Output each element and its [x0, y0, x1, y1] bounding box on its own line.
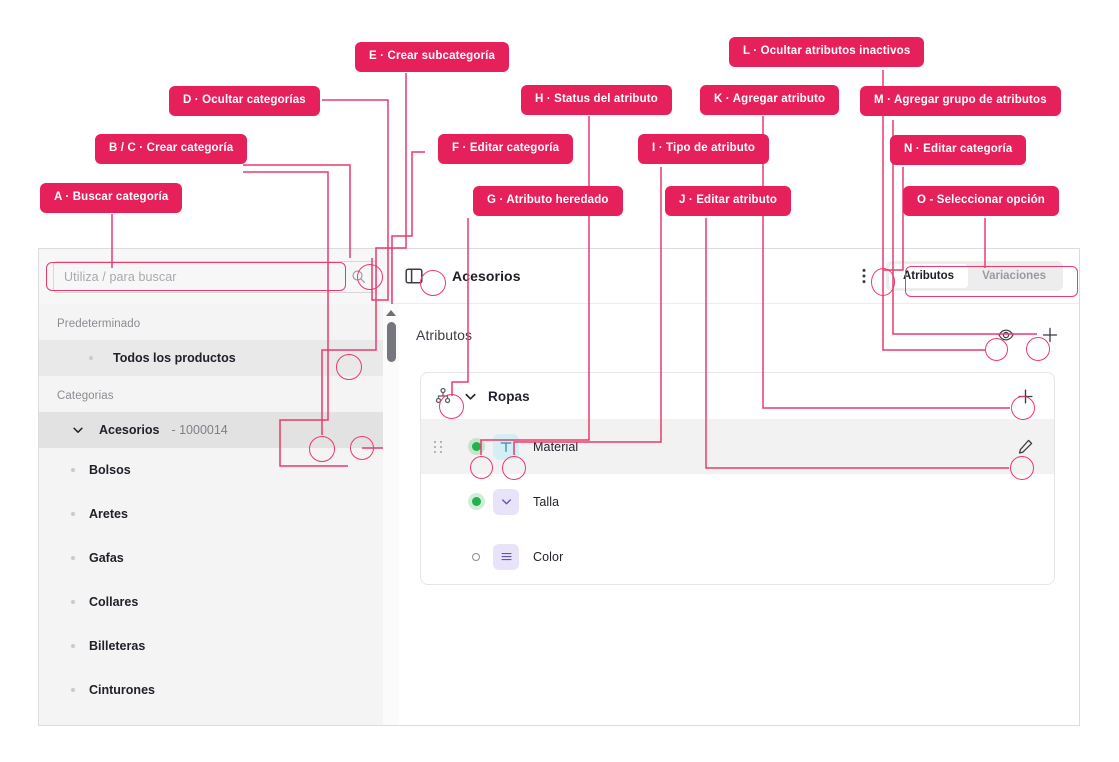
annotation-label-j: J · Editar atributo [665, 186, 792, 216]
annotation-label-k: K · Agregar atributo [700, 85, 840, 115]
attribute-group-name: Ropas [488, 388, 530, 404]
attribute-name: Talla [533, 494, 560, 509]
sidebar-subitem[interactable]: Gafas [39, 536, 391, 580]
annotation-label-m: M · Agregar grupo de atributos [860, 86, 1061, 116]
highlight-attribute-type [502, 456, 526, 480]
status-indicator-active[interactable] [471, 497, 481, 506]
scroll-up-arrow-icon[interactable] [386, 310, 396, 316]
status-indicator-inactive[interactable] [472, 552, 480, 561]
bullet-icon [71, 556, 75, 560]
attribute-group-header[interactable]: Ropas [421, 373, 1054, 419]
annotation-label-h: H · Status del atributo [521, 85, 672, 115]
drag-handle-icon[interactable] [433, 440, 443, 454]
annotation-label-i: I · Tipo de atributo [638, 134, 770, 164]
annotation-label-e: E · Crear subcategoría [355, 42, 510, 72]
highlight-edit-category-menu [871, 268, 895, 296]
highlight-create-subcategory [309, 436, 335, 462]
bullet-icon [71, 688, 75, 692]
bullet-icon [89, 356, 93, 360]
section-title: Atributos [416, 327, 473, 343]
bullet-icon [71, 644, 75, 648]
highlight-attribute-status [470, 456, 493, 479]
sidebar-subitem-label: Gafas [89, 551, 124, 565]
drag-handle-placeholder [433, 550, 443, 564]
sidebar-item-label: Acesorios [99, 423, 160, 437]
add-attribute-group-icon[interactable] [1041, 326, 1059, 344]
highlight-edit-category-kebab [350, 436, 374, 460]
sidebar-subitem[interactable]: Billeteras [39, 624, 391, 668]
annotation-label-a: A · Buscar categoría [40, 183, 183, 213]
category-id: - 1000014 [171, 423, 228, 437]
attribute-row-talla[interactable]: Talla [421, 474, 1054, 529]
annotation-label-bc: B / C · Crear categoría [95, 134, 248, 164]
kebab-menu-icon[interactable] [856, 267, 872, 285]
annotation-label-f: F · Editar categoría [438, 134, 574, 164]
annotation-label-d: D · Ocultar categorías [169, 86, 320, 116]
attribute-name: Color [533, 549, 564, 564]
highlight-inherited-attribute [439, 394, 464, 419]
bullet-icon [71, 468, 75, 472]
status-indicator-active[interactable] [471, 442, 481, 451]
annotation-label-o: O - Seleccionar opción [903, 186, 1059, 216]
sidebar-subitem[interactable]: Bolsos [39, 448, 391, 492]
highlight-add-attribute [1011, 396, 1035, 420]
attribute-name: Material [533, 439, 579, 454]
sidebar-subitem[interactable]: Aretes [39, 492, 391, 536]
chevron-down-icon[interactable] [463, 389, 478, 404]
content-pane: Acesorios Atributos Variaciones Atributo… [392, 249, 1079, 725]
highlight-create-category-top [357, 264, 383, 290]
bullet-icon [71, 512, 75, 516]
highlight-add-attribute-group [1026, 337, 1050, 361]
search-placeholder: Utiliza / para buscar [64, 269, 177, 284]
highlight-create-category-all [336, 354, 362, 380]
chevron-down-icon[interactable] [71, 423, 85, 437]
highlight-panel-toggle [420, 270, 446, 296]
highlight-edit-attribute [1010, 456, 1034, 480]
highlight-search-input [46, 262, 346, 291]
sidebar-subitem-label: Collares [89, 595, 139, 609]
drag-handle-placeholder [433, 495, 443, 509]
section-label-categories: Categorias [57, 390, 114, 402]
category-sidebar: Utiliza / para buscar Predeterminado Tod… [39, 249, 399, 725]
dropdown-type-icon[interactable] [493, 488, 519, 515]
scrollbar-thumb[interactable] [386, 322, 396, 362]
sidebar-subitem-label: Cinturones [89, 683, 155, 697]
sidebar-subitem-label: Aretes [89, 507, 128, 521]
bullet-icon [71, 600, 75, 604]
app-window: Utiliza / para buscar Predeterminado Tod… [38, 248, 1080, 726]
sidebar-scrollbar[interactable] [383, 304, 399, 725]
sidebar-item-acesorios[interactable]: Acesorios - 1000014 [39, 412, 391, 448]
breadcrumb: Acesorios [452, 268, 521, 284]
section-label-default: Predeterminado [57, 318, 141, 330]
list-type-icon[interactable] [493, 543, 519, 570]
attribute-row-color[interactable]: Color [421, 529, 1054, 584]
sidebar-subitem-label: Billeteras [89, 639, 146, 653]
highlight-tabs [905, 266, 1078, 297]
sidebar-subitem[interactable]: Cinturones [39, 668, 391, 712]
sidebar-subitem-label: Bolsos [89, 463, 131, 477]
sidebar-item-label: Todos los productos [113, 351, 236, 365]
attributes-section-header: Atributos [392, 304, 1079, 366]
sidebar-subitem[interactable]: Collares [39, 580, 391, 624]
annotation-label-n: N · Editar categoría [890, 135, 1027, 165]
annotation-label-l: L · Ocultar atributos inactivos [729, 37, 925, 67]
highlight-hide-inactive [985, 338, 1008, 361]
annotation-label-g: G · Atributo heredado [473, 186, 623, 216]
edit-attribute-icon[interactable] [1017, 438, 1034, 455]
